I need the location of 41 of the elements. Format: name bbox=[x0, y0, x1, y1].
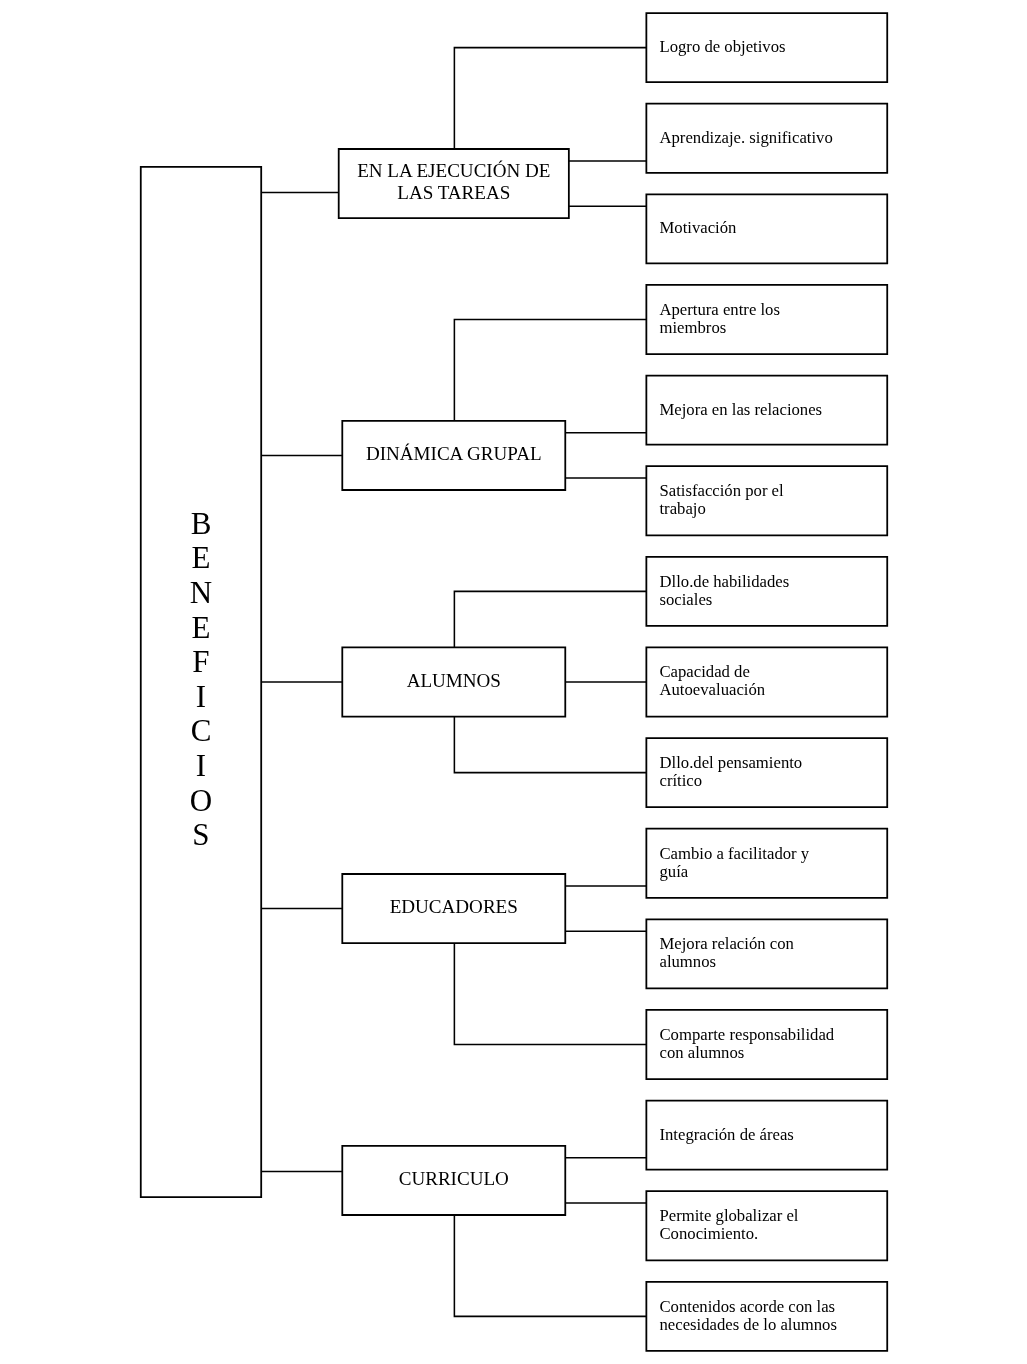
node-box: Dllo.del pensamiento crítico bbox=[644, 737, 888, 809]
connector bbox=[453, 318, 647, 422]
node-box: DINÁMICA GRUPAL bbox=[340, 419, 566, 491]
connector bbox=[453, 1214, 647, 1318]
connector bbox=[564, 930, 647, 932]
node-box: Permite globalizar el Conocimiento. bbox=[644, 1190, 888, 1262]
node-box: Comparte responsabilidad con alumnos bbox=[644, 1009, 888, 1080]
node-box: Aprendizaje. significativo bbox=[644, 102, 888, 174]
node-box: Logro de objetivos bbox=[644, 12, 888, 84]
connector bbox=[564, 885, 647, 887]
connector bbox=[564, 1157, 647, 1159]
node-box: Satisfacción por el trabajo bbox=[644, 465, 888, 537]
connector bbox=[259, 454, 343, 457]
connector bbox=[567, 205, 647, 207]
node-box: Dllo.de habilidades sociales bbox=[644, 555, 888, 627]
node-box: BENEFICIOS bbox=[139, 165, 262, 1199]
node-box: Cambio a facilitador y guía bbox=[644, 827, 888, 899]
connector bbox=[564, 681, 647, 683]
connector bbox=[259, 681, 343, 683]
connector bbox=[567, 160, 647, 162]
node-box: Mejora en las relaciones bbox=[644, 374, 888, 446]
node-box: Contenidos acorde con las necesidades de lo alumnos bbox=[644, 1280, 888, 1352]
node-box: Mejora relación con alumnos bbox=[644, 918, 888, 990]
node-box: CURRICULO bbox=[340, 1144, 566, 1216]
node-box: ALUMNOS bbox=[340, 646, 566, 718]
connector bbox=[259, 1170, 343, 1173]
node-box: Apertura entre los miembros bbox=[644, 284, 888, 355]
node-box: Capacidad de Autoevaluación bbox=[644, 646, 888, 718]
connector bbox=[259, 191, 339, 194]
connector bbox=[453, 942, 647, 1046]
connector bbox=[453, 46, 647, 150]
node-box: EN LA EJECUCIÓN DE LAS TAREAS bbox=[337, 148, 570, 220]
node-box: Motivación bbox=[644, 193, 888, 265]
connector bbox=[453, 716, 647, 774]
node-box: EDUCADORES bbox=[340, 873, 566, 945]
connector bbox=[259, 907, 343, 910]
connector bbox=[564, 432, 647, 434]
connector bbox=[564, 1202, 647, 1204]
connector bbox=[564, 477, 647, 479]
node-box: Integración de áreas bbox=[644, 1099, 888, 1171]
connector bbox=[453, 590, 647, 648]
